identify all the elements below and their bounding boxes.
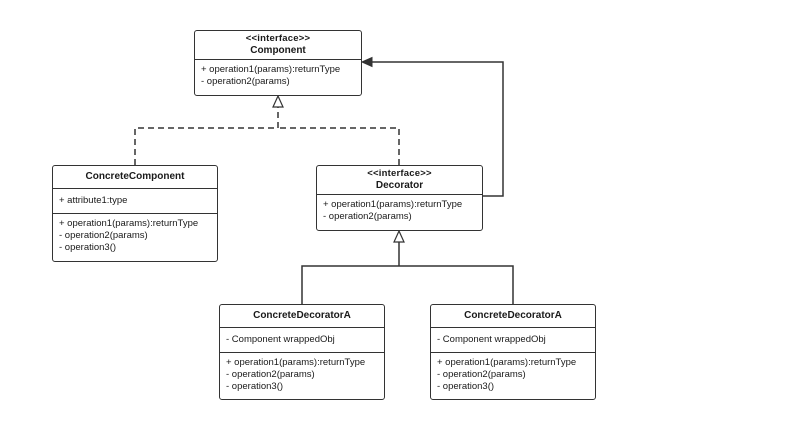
class-name: Decorator (375, 180, 424, 191)
member-line: - operation2(params) (437, 369, 526, 380)
member-line: + operation1(params):returnType (201, 64, 341, 75)
member-line: - operation2(params) (59, 230, 148, 241)
member-line: + operation1(params):returnType (226, 357, 366, 368)
attributes-section: - Component wrappedObj (220, 328, 384, 352)
generalization-decorator-a1 (301, 265, 399, 304)
member-line: - Component wrappedObj (226, 334, 335, 345)
class-name: ConcreteComponent (85, 171, 185, 182)
class-name: ConcreteDecoratorA (464, 310, 562, 321)
class-concrete-decorator-a-left[interactable]: ConcreteDecoratorA - Component wrappedOb… (219, 304, 385, 400)
operations-section: + operation1(params):returnType - operat… (53, 213, 217, 258)
operations-section: + operation1(params):returnType - operat… (431, 352, 595, 397)
operations-section: + operation1(params):returnType - operat… (317, 195, 482, 227)
association-arrowhead (360, 56, 373, 68)
realization-decorator (278, 127, 400, 165)
stereotype-label: <<interface>> (245, 33, 311, 44)
class-header: <<interface>> Decorator (317, 166, 482, 195)
class-concrete-component[interactable]: ConcreteComponent + attribute1:type + op… (52, 165, 218, 262)
generalization-decorator-a2 (399, 265, 514, 304)
attributes-section: - Component wrappedObj (431, 328, 595, 352)
member-line: - operation2(params) (201, 76, 290, 87)
class-decorator[interactable]: <<interface>> Decorator + operation1(par… (316, 165, 483, 231)
member-line: - operation3() (226, 381, 284, 392)
attributes-section: + attribute1:type (53, 189, 217, 213)
class-header: ConcreteComponent (53, 166, 217, 189)
stereotype-label: <<interface>> (367, 168, 432, 179)
member-line: - operation3() (59, 242, 117, 253)
generalization-arrowhead (393, 229, 405, 243)
class-name: Component (250, 45, 306, 56)
association-decorator-component (372, 61, 504, 197)
member-line: - operation2(params) (323, 211, 412, 222)
class-concrete-decorator-a-right[interactable]: ConcreteDecoratorA - Component wrappedOb… (430, 304, 596, 400)
member-line: + operation1(params):returnType (59, 218, 199, 229)
member-line: + attribute1:type (59, 195, 128, 206)
class-name: ConcreteDecoratorA (253, 310, 351, 321)
operations-section: + operation1(params):returnType - operat… (195, 60, 361, 92)
class-header: ConcreteDecoratorA (220, 305, 384, 328)
member-line: - operation3() (437, 381, 495, 392)
member-line: + operation1(params):returnType (323, 199, 463, 210)
member-line: - operation2(params) (226, 369, 315, 380)
class-component[interactable]: <<interface>> Component + operation1(par… (194, 30, 362, 96)
member-line: - Component wrappedObj (437, 334, 546, 345)
operations-section: + operation1(params):returnType - operat… (220, 352, 384, 397)
realization-arrowhead (272, 94, 284, 108)
class-header: ConcreteDecoratorA (431, 305, 595, 328)
class-header: <<interface>> Component (195, 31, 361, 60)
realization-concrete-component (134, 107, 279, 165)
member-line: + operation1(params):returnType (437, 357, 577, 368)
